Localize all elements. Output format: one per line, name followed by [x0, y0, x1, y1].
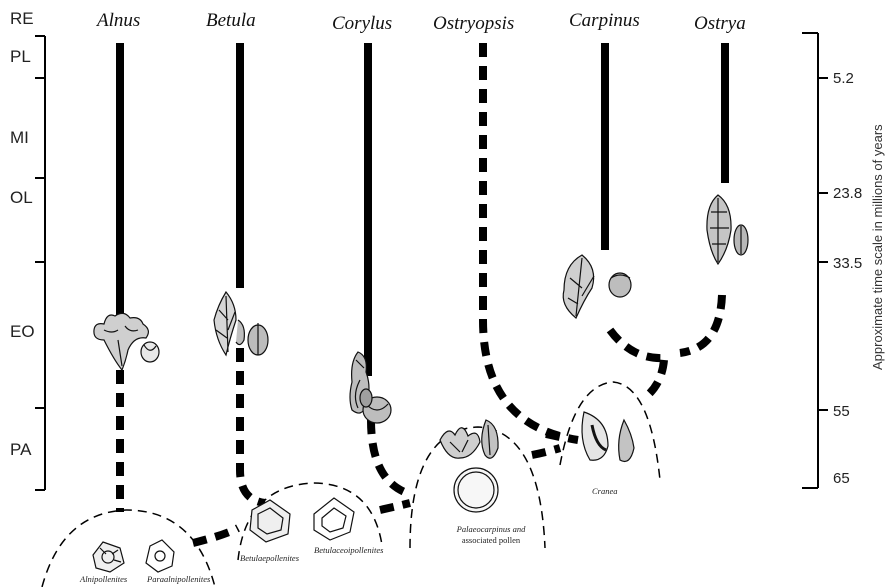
- epoch-axis-left: [35, 36, 45, 490]
- ostrya-dashed-lineage: [680, 295, 722, 353]
- corylus-bar: [364, 43, 372, 376]
- betula-fossil-icon: [214, 292, 268, 355]
- fossil-illustrations: [93, 195, 748, 572]
- fossil-record-bars: [116, 43, 729, 376]
- ostrya-fossil-icon: [707, 195, 748, 264]
- corylus-dashed-lineage: [371, 420, 410, 494]
- alnus-betula-link: [193, 528, 238, 543]
- ostrya-bar: [721, 43, 729, 183]
- inferred-lineages: [120, 43, 722, 543]
- alnipollenites-pollen-icon: [93, 542, 124, 572]
- ostryopsis-dashed-lineage: [483, 43, 578, 440]
- betula-bar: [236, 43, 244, 288]
- time-axis-right: [802, 33, 828, 488]
- cranea-fossil-icon: [582, 412, 634, 462]
- corylus-carpinus-link: [532, 448, 560, 455]
- ostryopsis-fossil-icon: [440, 420, 498, 512]
- fossil-arches: [42, 382, 660, 587]
- alnus-bar: [116, 43, 124, 318]
- paraalnipollenites-pollen-icon: [146, 540, 174, 572]
- ostryopsis-link: [546, 434, 560, 437]
- arch-carpinus: [560, 382, 660, 480]
- carpinus-fossil-icon: [563, 255, 631, 318]
- betula-dashed-lineage: [240, 348, 265, 503]
- carpinus-bar: [601, 43, 609, 250]
- betulaceoipollenites-pollen-icon: [314, 498, 354, 540]
- alnus-fossil-icon: [94, 313, 159, 370]
- arch-alnus: [42, 510, 215, 587]
- betula-corylus-link: [380, 503, 410, 510]
- betulaepollenites-pollen-icon: [250, 500, 290, 542]
- carpinus-ostrya-stem: [648, 360, 664, 395]
- carpinus-dashed-lineage: [610, 330, 665, 358]
